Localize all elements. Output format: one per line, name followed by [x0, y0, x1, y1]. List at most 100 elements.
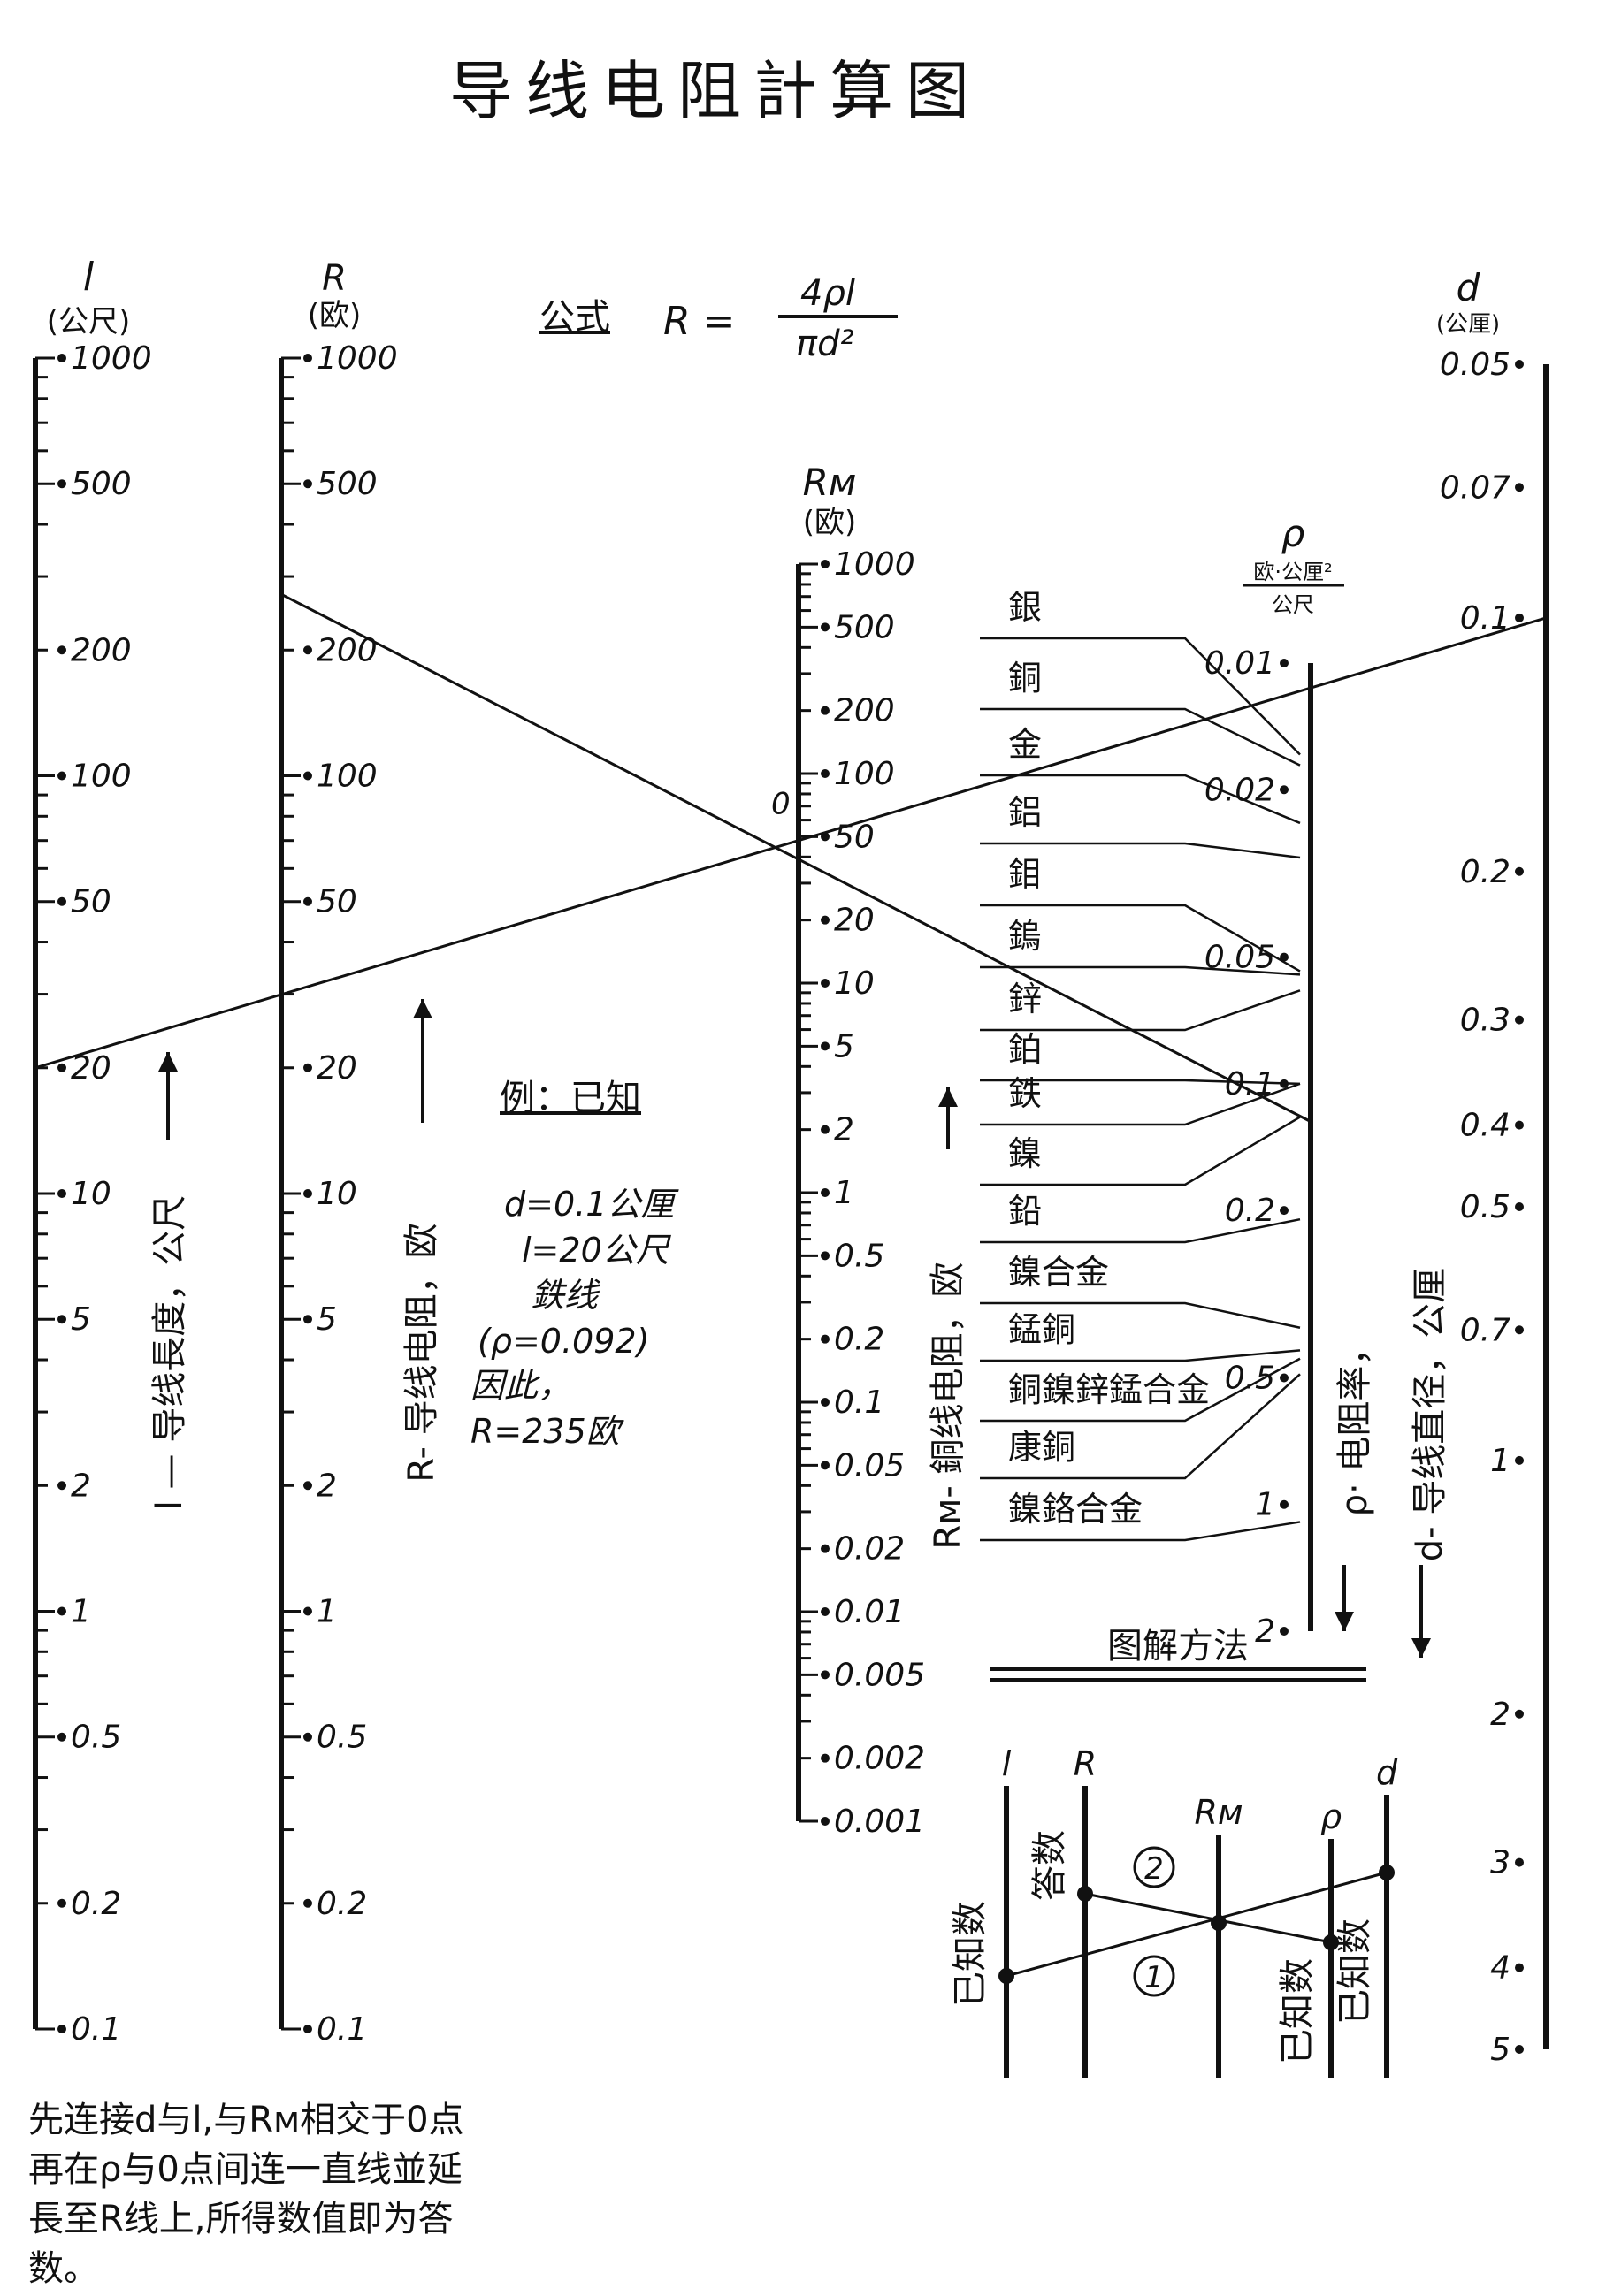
method-point — [1379, 1865, 1395, 1880]
scale-d-tick-dot — [1515, 1202, 1524, 1211]
scale-l-symbol: l — [83, 255, 95, 300]
scale-RM-tick-dot — [821, 706, 830, 715]
scale-l-tick-label: 200 — [71, 632, 132, 668]
material-label: 鎢 — [1008, 917, 1042, 956]
material-leader-line — [980, 1217, 1301, 1244]
scale-rho-symbol: ρ — [1281, 512, 1305, 555]
example-line: 因此， — [470, 1366, 571, 1405]
scale-RM-caption: Rм- 銅线电阻，欧 — [928, 1262, 968, 1549]
scale-R-tick-dot — [303, 1898, 312, 1908]
scale-d-tick-dot — [1515, 1325, 1524, 1335]
material-label: 銅鎳鋅錳合金 — [1008, 1370, 1210, 1409]
scale-l-tick-label: 50 — [71, 884, 111, 920]
scale-l-tick-label: 10 — [71, 1176, 111, 1212]
method-axis-label: l — [1002, 1744, 1012, 1783]
scale-d-tick-label: 0.2 — [1460, 854, 1510, 890]
scale-R-tick-dot — [303, 1732, 312, 1742]
method-axis-label: ρ — [1320, 1797, 1342, 1836]
scale-d-arrow-head — [1411, 1638, 1431, 1658]
scale-RM-tick-dot — [821, 1753, 830, 1763]
scale-d-tick-label: 0.4 — [1460, 1108, 1510, 1144]
scale-R-tick-dot — [303, 645, 312, 655]
scale-RM-tick-label: 0.01 — [834, 1594, 905, 1630]
scale-RM-tick-label: 0.001 — [834, 1804, 925, 1840]
scale-l-tick-dot — [57, 896, 66, 906]
scale-R-tick-dot — [303, 771, 312, 781]
scale-RM-tick-dot — [821, 1125, 830, 1134]
scale-R-tick-label: 20 — [317, 1050, 357, 1087]
method-step1-circle — [1133, 1955, 1175, 1997]
scale-l-tick-label: 5 — [71, 1301, 91, 1338]
scale-d-tick-dot — [1515, 1455, 1524, 1465]
page-title: 导线电阻計算图 — [449, 54, 982, 128]
scale-l-tick-label: 500 — [71, 466, 132, 502]
scale-RM-tick-label: 0.02 — [834, 1531, 905, 1568]
scale-RM-tick-dot — [821, 1398, 830, 1407]
scale-l-tick-label: 0.1 — [71, 2011, 121, 2048]
scale-d-tick-dot — [1515, 866, 1524, 876]
material-leader-line — [980, 1301, 1301, 1330]
example-line: d=0.1公厘 — [504, 1185, 679, 1224]
scale-d-tick-dot — [1515, 1857, 1524, 1867]
scale-d-tick-label: 0.3 — [1460, 1003, 1510, 1039]
scale-R-tick-dot — [303, 1315, 312, 1324]
material-label: 銀 — [1008, 588, 1042, 627]
scale-l-tick-dot — [57, 2025, 66, 2033]
scale-RM-tick-label: 5 — [834, 1028, 854, 1064]
scale-RM-arrow-head — [938, 1087, 958, 1107]
formula-lhs: R = — [663, 299, 735, 344]
material-label: 鉛 — [1008, 1192, 1042, 1231]
scale-RM-tick-dot — [821, 1041, 830, 1051]
scale-rho-tick-dot — [1280, 785, 1289, 795]
scale-RM-tick-label: 500 — [834, 609, 895, 645]
scale-RM-tick-label: 0.05 — [834, 1447, 905, 1484]
scale-RM-tick-dot — [821, 1544, 830, 1553]
scale-R-symbol: R — [322, 258, 347, 299]
material-leader-line — [980, 1082, 1301, 1126]
scale-RM-tick-label: 20 — [834, 903, 875, 939]
scale-R-tick-dot — [303, 896, 312, 906]
scale-d-tick-dot — [1515, 2045, 1524, 2054]
scale-d-tick-label: 0.05 — [1440, 347, 1510, 383]
scale-l-tick-label: 0.5 — [71, 1720, 121, 1756]
scale-R-tick-dot — [303, 354, 312, 362]
scale-d-tick-dot — [1515, 1120, 1524, 1130]
scale-d-tick-label: 1 — [1490, 1443, 1510, 1479]
scale-RM-tick-dot — [821, 1188, 830, 1197]
scale-l-tick-dot — [57, 354, 66, 362]
scale-d-tick-label: 0.07 — [1440, 469, 1510, 506]
instructions-text: 先连接d与l,与Rм相交于0点再在ρ与0点间连一直线並延長至R线上,所得数值即为… — [28, 2100, 464, 2289]
scale-RM-tick-dot — [821, 622, 830, 632]
scale-l-tick-dot — [57, 1063, 66, 1072]
scale-RM-tick-dot — [821, 1670, 830, 1680]
scale-R-tick-label: 0.5 — [317, 1720, 367, 1756]
scale-l-tick-dot — [57, 1732, 66, 1742]
method-step2-circle — [1133, 1846, 1175, 1888]
scale-R-tick-label: 100 — [317, 759, 378, 795]
scale-l-tick-dot — [57, 771, 66, 781]
scale-rho-tick-dot — [1280, 659, 1289, 667]
scale-R-arrow-head — [413, 999, 432, 1018]
formula-numerator: 4ρl — [800, 273, 855, 314]
material-label: 鎳鉻合金 — [1008, 1490, 1143, 1529]
scale-R-tick-label: 50 — [317, 884, 357, 920]
scale-RM-tick-label: 0.1 — [834, 1384, 884, 1421]
example-line-d-l — [34, 616, 1547, 1070]
scale-rho-tick-label: 2 — [1255, 1613, 1275, 1650]
scale-R-caption: R- 导线电阻，欧 — [402, 1223, 442, 1482]
method-axis-label: Rм — [1194, 1793, 1243, 1832]
scale-l-tick-label: 1 — [71, 1594, 91, 1630]
material-leader-line — [980, 965, 1301, 976]
scale-l-tick-label: 2 — [71, 1468, 91, 1504]
scale-d-tick-label: 2 — [1490, 1697, 1510, 1733]
method-known-left: 已知数 — [950, 1901, 990, 2007]
scale-d-symbol: d — [1457, 266, 1480, 309]
material-label: 鉬 — [1008, 855, 1042, 894]
scale-d-unit: (公厘) — [1436, 311, 1500, 338]
method-line-2 — [1084, 1892, 1332, 1944]
scale-RM-tick-label: 1000 — [834, 546, 915, 583]
scale-R-tick-dot — [303, 1063, 312, 1072]
scale-d-tick-dot — [1515, 613, 1524, 622]
scale-l-arrow-head — [158, 1052, 178, 1072]
scale-RM-tick-label: 200 — [834, 693, 895, 729]
